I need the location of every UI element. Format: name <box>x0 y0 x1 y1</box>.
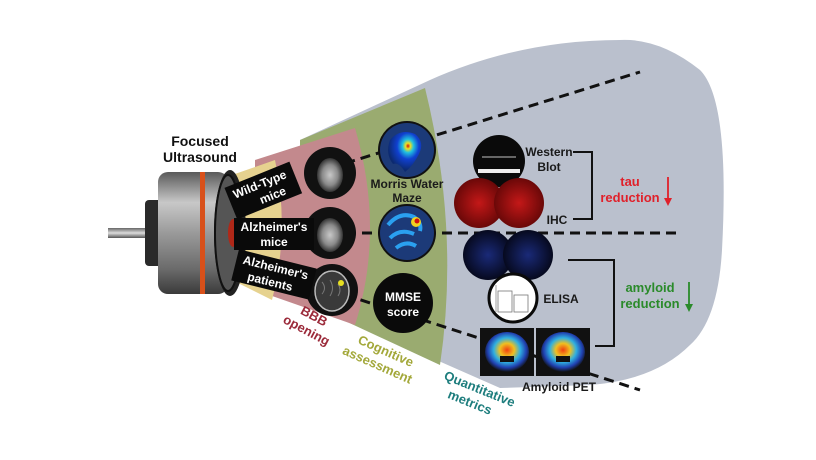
mmse-label-line2: score <box>387 305 419 319</box>
tau-outcome-line2: reduction <box>600 190 659 205</box>
transducer-title-line2: Ultrasound <box>163 149 237 165</box>
western-blot-label-line1: Western <box>525 145 572 159</box>
subject-label-alzheimers-mice: Alzheimer's mice <box>234 218 314 250</box>
western-blot-image <box>473 135 525 187</box>
amyloid-pet-image-1 <box>480 328 534 376</box>
amyloid-pet-label: Amyloid PET <box>522 380 597 394</box>
ihc-label: IHC <box>547 213 568 227</box>
morris-water-maze-label-line1: Morris Water <box>371 177 444 191</box>
amyloid-bracket <box>568 259 615 347</box>
wild-type-mouse-brain-image <box>304 147 356 199</box>
ihc-tau-image <box>454 178 544 228</box>
tau-bracket <box>573 151 593 220</box>
patient-brain-mri-image <box>306 264 358 316</box>
amyloid-pet-image-2 <box>536 328 590 376</box>
amyloid-outcome-line2: reduction <box>620 296 679 311</box>
ihc-amyloid-image <box>463 230 553 280</box>
amyloid-outcome-line1: amyloid <box>625 280 674 295</box>
morris-water-maze-label-line2: Maze <box>392 191 422 205</box>
subject-label-line1: Alzheimer's <box>241 220 308 234</box>
alzheimers-mouse-brain-image <box>304 207 356 259</box>
transducer-title-line1: Focused <box>171 133 229 149</box>
mmse-label-line1: MMSE <box>385 290 421 304</box>
tau-outcome-line1: tau <box>620 174 640 189</box>
morris-water-maze-heatmap-2 <box>378 204 436 262</box>
amyloid-down-arrow-icon <box>685 282 693 312</box>
subject-label-line2: mice <box>260 235 288 249</box>
tau-down-arrow-icon <box>664 177 672 206</box>
elisa-chart-image <box>487 272 539 324</box>
western-blot-label-line2: Blot <box>537 160 560 174</box>
mmse-score-circle <box>373 273 433 333</box>
morris-water-maze-heatmap-1 <box>378 121 436 179</box>
elisa-label: ELISA <box>543 292 579 306</box>
